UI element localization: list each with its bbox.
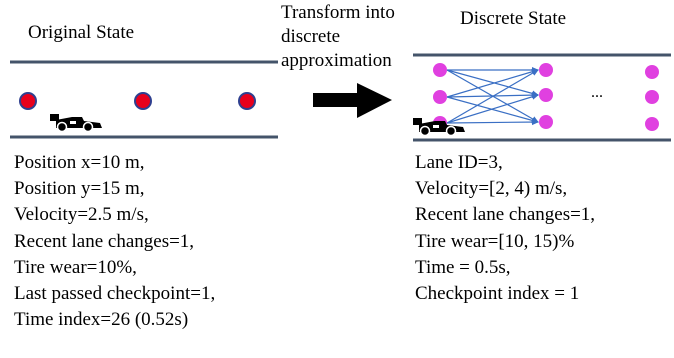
original-line: Recent lane changes=1, <box>14 230 195 252</box>
discrete-node-icon <box>645 117 659 131</box>
discrete-node-icon <box>433 90 447 104</box>
transition-edges <box>446 67 539 126</box>
transform-arrow-icon <box>313 83 392 118</box>
transform-line-1: Transform into <box>281 2 395 23</box>
race-car-icon <box>413 118 465 137</box>
discrete-node-icon <box>539 115 553 129</box>
discrete-node-icon <box>645 90 659 104</box>
discrete-line: Lane ID=3, <box>415 152 503 173</box>
discrete-node-icon <box>433 63 447 77</box>
checkpoint-dot-icon <box>19 92 37 110</box>
discrete-line: Recent lane changes=1, <box>415 204 596 226</box>
original-line: Position y=15 m, <box>14 178 145 200</box>
discrete-ellipsis: ... <box>591 84 603 101</box>
transform-line-2: discrete <box>281 26 341 47</box>
transform-label: Transform into discrete approximation <box>281 1 395 73</box>
original-state-list: Position x=10 m, Position y=15 m, Veloci… <box>14 150 215 333</box>
original-line: Time index=26 (0.52s) <box>14 309 189 331</box>
original-line: Velocity=2.5 m/s, <box>14 204 149 226</box>
race-car-icon <box>50 114 102 133</box>
discrete-node-icon <box>539 88 553 102</box>
discrete-node-icon <box>645 65 659 79</box>
discrete-node-icon <box>539 63 553 77</box>
original-state-title: Original State <box>28 22 135 43</box>
checkpoint-dot-icon <box>238 92 256 110</box>
original-line: Position x=10 m, <box>14 152 145 173</box>
discrete-state-title: Discrete State <box>460 8 567 29</box>
discrete-line: Tire wear=[10, 15)% <box>415 230 575 252</box>
transform-line-3: approximation <box>281 50 392 71</box>
checkpoint-dot-icon <box>134 92 152 110</box>
original-line: Tire wear=10%, <box>14 256 137 278</box>
original-line: Last passed checkpoint=1, <box>14 283 216 305</box>
discrete-state-list: Lane ID=3, Velocity=[2, 4) m/s, Recent l… <box>415 150 595 307</box>
discrete-line: Velocity=[2, 4) m/s, <box>415 178 568 200</box>
discrete-line: Checkpoint index = 1 <box>415 283 580 305</box>
discrete-line: Time = 0.5s, <box>415 256 511 278</box>
